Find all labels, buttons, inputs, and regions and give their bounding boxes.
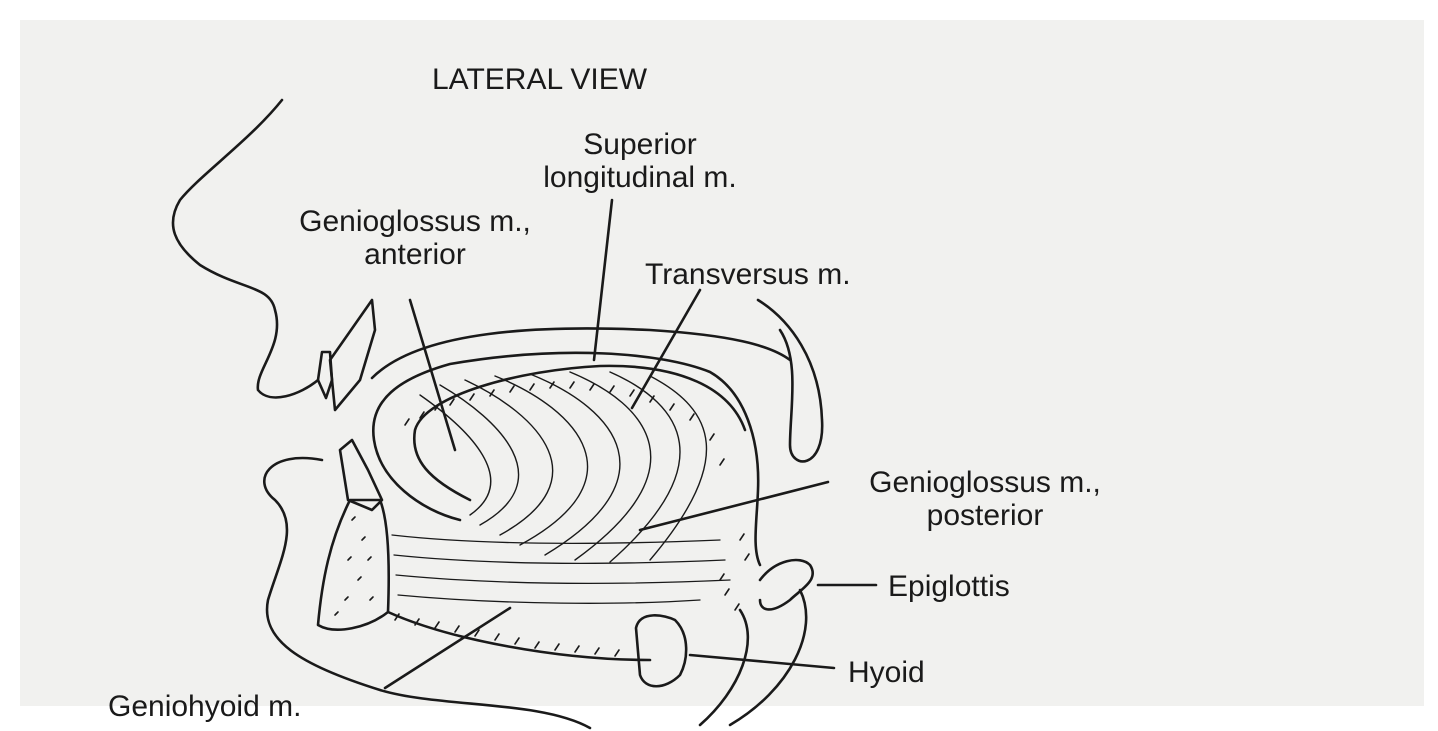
label-geniohyoid: Geniohyoid m. xyxy=(108,690,302,723)
label-genioglossus-posterior-line1: Genioglossus m., xyxy=(869,466,1101,499)
label-genioglossus-anterior-line2: anterior xyxy=(364,238,466,271)
soft-palate-outline xyxy=(756,298,824,463)
mandible-symphysis xyxy=(316,498,391,631)
tongue-outline xyxy=(371,351,762,567)
geniohyoid-fibres xyxy=(391,534,731,604)
leader-genioglossus-anterior xyxy=(408,298,457,452)
label-superior-longitudinal: Superior longitudinal m. xyxy=(500,128,780,194)
label-superior-longitudinal-line2: longitudinal m. xyxy=(543,161,737,194)
label-genioglossus-anterior-line1: Genioglossus m., xyxy=(299,205,531,238)
lower-incisor xyxy=(338,438,384,512)
tongue-upper-edge xyxy=(412,364,747,502)
label-genioglossus-anterior: Genioglossus m., anterior xyxy=(270,205,560,271)
mandible-outline xyxy=(263,456,592,730)
pharynx-wall xyxy=(698,608,750,727)
transversus-dots xyxy=(394,381,750,657)
symphysis-lower-edge xyxy=(386,610,652,662)
leader-genioglossus-posterior xyxy=(638,480,830,532)
leader-superior-longitudinal xyxy=(592,198,614,362)
label-transversus: Transversus m. xyxy=(645,258,851,291)
epiglottis-back-wall xyxy=(728,588,808,727)
label-epiglottis: Epiglottis xyxy=(888,570,1010,603)
diagram-background xyxy=(20,20,1424,706)
genioglossus-fibres xyxy=(419,371,708,563)
epiglottis-outline xyxy=(758,558,814,611)
label-genioglossus-posterior-line2: posterior xyxy=(926,499,1044,532)
leader-geniohyoid xyxy=(383,606,512,690)
upper-incisor-front xyxy=(328,298,377,412)
label-genioglossus-posterior: Genioglossus m., posterior xyxy=(830,466,1140,532)
face-profile-outline xyxy=(171,98,320,399)
hyoid-bone xyxy=(634,614,688,688)
diagram-title: LATERAL VIEW xyxy=(432,63,648,96)
label-superior-longitudinal-line1: Superior xyxy=(583,128,697,161)
label-hyoid: Hyoid xyxy=(848,656,925,689)
leader-hyoid xyxy=(688,653,836,670)
mandible-stipple xyxy=(334,516,374,616)
leader-transversus xyxy=(630,288,702,410)
